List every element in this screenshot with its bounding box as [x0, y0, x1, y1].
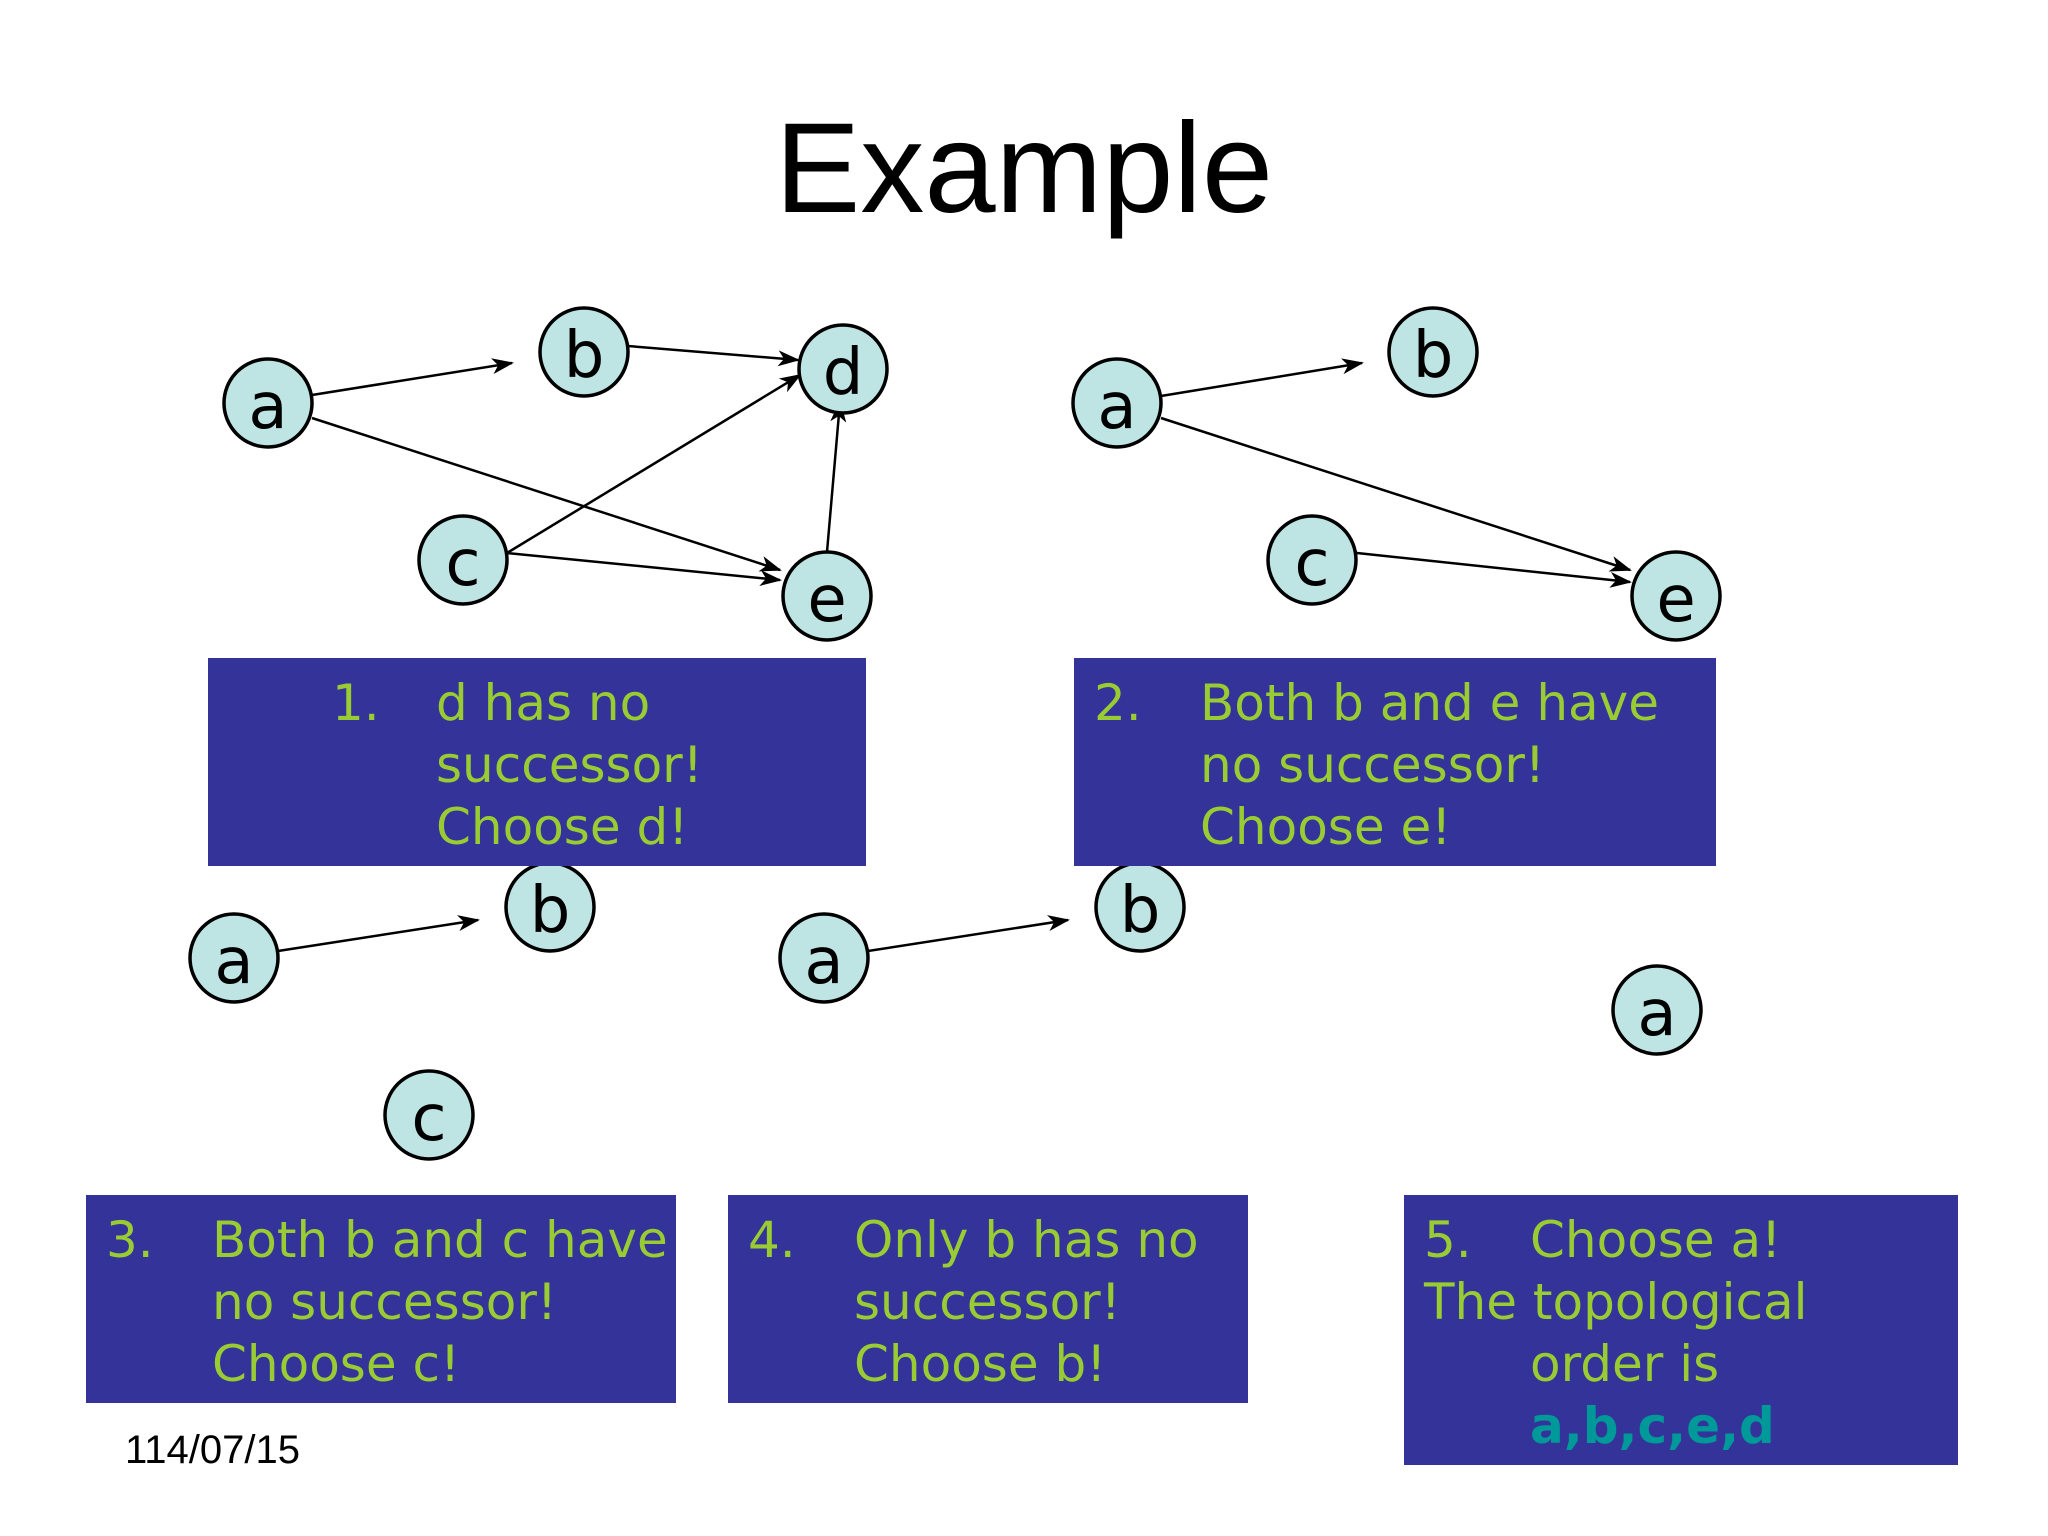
slide-title: Example — [775, 97, 1273, 240]
step-line: d has no — [436, 674, 651, 732]
graph-1: a b c d e — [222, 306, 889, 642]
node-a: a — [778, 912, 870, 1004]
svg-text:b: b — [1120, 874, 1161, 948]
step-line: Choose b! — [854, 1335, 1107, 1393]
edge-c-e — [1356, 551, 1632, 588]
node-e: e — [781, 550, 873, 642]
step-box-1: 1. d has no successor! Choose d! — [208, 658, 866, 866]
edge-b-d — [627, 344, 800, 367]
step-number: 5. — [1424, 1211, 1472, 1269]
svg-text:a: a — [1637, 977, 1676, 1051]
step-number: 3. — [106, 1211, 154, 1269]
edge-e-d — [825, 400, 847, 553]
node-b: b — [504, 861, 596, 953]
graph-4: a b — [778, 861, 1186, 1004]
svg-text:d: d — [823, 336, 864, 410]
node-c: c — [417, 514, 509, 606]
node-a: a — [222, 357, 314, 449]
slide-date: 114/07/15 — [125, 1428, 300, 1472]
node-c: c — [383, 1069, 475, 1161]
node-a: a — [188, 912, 280, 1004]
svg-text:e: e — [1656, 563, 1695, 637]
svg-text:a: a — [214, 925, 253, 999]
step-number: 2. — [1094, 674, 1142, 732]
edge-c-d — [506, 373, 802, 555]
step-box-5: 5. Choose a! The topological order is a,… — [1404, 1195, 1958, 1465]
edge-a-e — [1160, 416, 1632, 572]
step-line: Both b and e have — [1200, 674, 1660, 732]
step-box-3: 3. Both b and c have no successor! Choos… — [86, 1195, 676, 1403]
svg-text:e: e — [807, 563, 846, 637]
svg-text:b: b — [564, 319, 605, 393]
step-box-4: 4. Only b has no successor! Choose b! — [728, 1195, 1248, 1403]
node-a: a — [1611, 964, 1703, 1056]
node-c: c — [1266, 514, 1358, 606]
graph-3: a b c — [188, 861, 596, 1161]
svg-text:c: c — [1294, 527, 1329, 601]
node-b: b — [1094, 861, 1186, 953]
step-line: no successor! — [1200, 736, 1545, 794]
node-e: e — [1630, 550, 1722, 642]
svg-text:a: a — [248, 370, 287, 444]
step-line: The topological — [1424, 1273, 1808, 1331]
step-line: order is — [1530, 1335, 1720, 1393]
step-line: Choose d! — [436, 798, 689, 856]
edge-a-b — [867, 915, 1070, 953]
svg-text:b: b — [1413, 319, 1454, 393]
edge-a-b — [277, 915, 480, 953]
graph-2: a b c e — [1071, 306, 1722, 642]
svg-text:b: b — [530, 874, 571, 948]
step-line: Both b and c have — [212, 1211, 668, 1269]
step-line: Choose e! — [1200, 798, 1452, 856]
edge-a-b — [1160, 358, 1364, 398]
edge-a-b — [311, 358, 514, 397]
step-line: Choose a! — [1530, 1211, 1782, 1269]
svg-text:c: c — [411, 1082, 446, 1156]
step-line: successor! — [436, 736, 703, 794]
svg-text:c: c — [445, 527, 480, 601]
edge-a-e — [311, 416, 782, 572]
step-number: 4. — [748, 1211, 796, 1269]
graph-5: a — [1611, 964, 1703, 1056]
svg-text:a: a — [804, 925, 843, 999]
node-a: a — [1071, 357, 1163, 449]
svg-text:a: a — [1097, 370, 1136, 444]
node-b: b — [1387, 306, 1479, 398]
edge-c-e — [506, 551, 782, 586]
step-line: Only b has no — [854, 1211, 1199, 1269]
step-number: 1. — [332, 674, 380, 732]
topological-order-answer: a,b,c,e,d — [1530, 1397, 1775, 1455]
step-line: Choose c! — [212, 1335, 461, 1393]
step-line: successor! — [854, 1273, 1121, 1331]
step-box-2: 2. Both b and e have no successor! Choos… — [1074, 658, 1716, 866]
node-b: b — [538, 306, 630, 398]
node-d: d — [797, 323, 889, 415]
step-line: no successor! — [212, 1273, 557, 1331]
